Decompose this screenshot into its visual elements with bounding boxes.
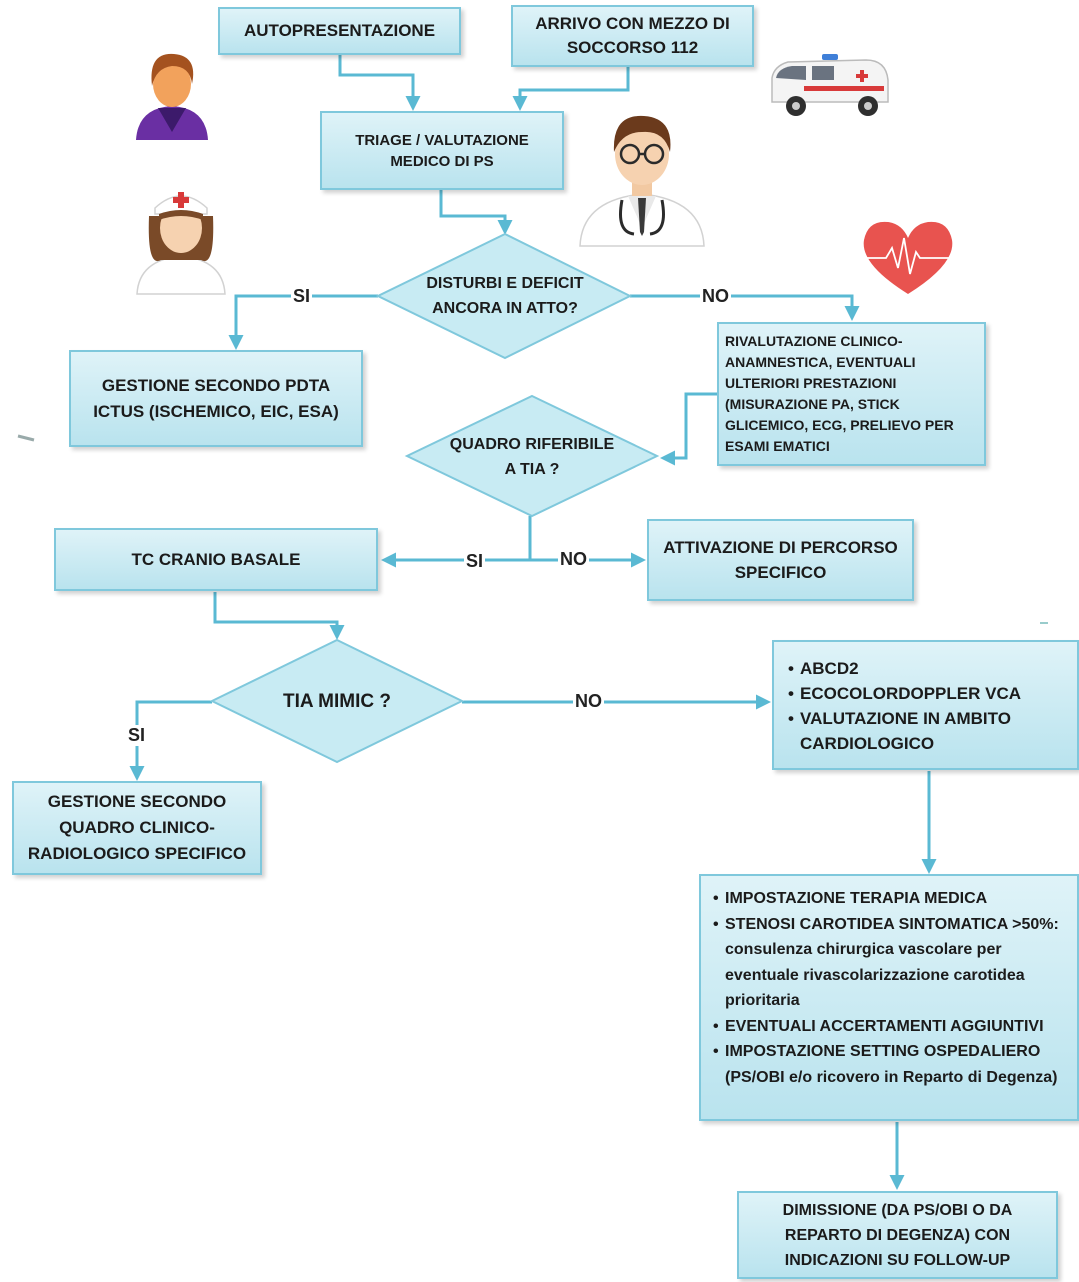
tia-question-line-2: A TIA ? xyxy=(504,461,560,478)
arrow-deficit-yes xyxy=(228,294,378,350)
discharge-line-2: REPARTO DI DEGENZA) CON xyxy=(784,1226,1011,1244)
tia-question-text: QUADRO RIFERIBILE A TIA ? xyxy=(425,431,639,483)
arrow-mimic-yes xyxy=(129,700,212,781)
specific-path-line-2: SPECIFICO xyxy=(734,563,827,582)
deficit-yes-label: SI xyxy=(291,286,313,307)
reassessment-line-2: ANAMNESTICA, EVENTUALI xyxy=(725,354,916,370)
heartbeat-icon xyxy=(856,221,960,294)
ambulance-arrival-line-2: SOCCORSO 112 xyxy=(566,38,699,57)
therapy-list: IMPOSTAZIONE TERAPIA MEDICA STENOSI CARO… xyxy=(713,886,1073,1090)
tia-mimic-text: TIA MIMIC ? xyxy=(247,688,427,716)
decision-tia-diamond xyxy=(404,394,660,518)
specific-management-line-3: RADIOLOGICO SPECIFICO xyxy=(27,844,247,863)
therapy-item: IMPOSTAZIONE SETTING OSPEDALIERO (PS/OBI… xyxy=(713,1039,1073,1090)
specific-path-line-1: ATTIVAZIONE DI PERCORSO xyxy=(663,538,898,557)
decision-deficit-diamond xyxy=(375,232,633,360)
tia-question-line-1: QUADRO RIFERIBILE xyxy=(449,436,615,453)
ambulance-arrival-box: ARRIVO CON MEZZO DI SOCCORSO 112 xyxy=(511,5,754,67)
arrow-deficit-no xyxy=(630,294,860,321)
therapy-item: EVENTUALI ACCERTAMENTI AGGIUNTIVI xyxy=(713,1014,1073,1040)
deficit-question-text: DISTURBI E DEFICIT ANCORA IN ATTO? xyxy=(398,270,612,322)
triage-line-2: MEDICO DI PS xyxy=(390,152,494,170)
reassessment-line-1: RIVALUTAZIONE CLINICO- xyxy=(725,333,903,349)
self-presentation-box: AUTOPRESENTAZIONE xyxy=(218,7,461,55)
therapy-item: IMPOSTAZIONE TERAPIA MEDICA xyxy=(713,886,1073,912)
therapy-item: STENOSI CAROTIDEA SINTOMATICA >50%: cons… xyxy=(713,912,1073,1014)
discharge-line-3: INDICAZIONI SU FOLLOW-UP xyxy=(784,1251,1011,1269)
reassessment-box: RIVALUTAZIONE CLINICO- ANAMNESTICA, EVEN… xyxy=(717,322,986,466)
therapy-box: IMPOSTAZIONE TERAPIA MEDICA STENOSI CARO… xyxy=(699,874,1079,1121)
specific-management-line-1: GESTIONE SECONDO xyxy=(47,792,227,811)
workup-list: ABCD2 ECOCOLORDOPPLER VCA VALUTAZIONE IN… xyxy=(788,656,1069,756)
tia-no-label: NO xyxy=(558,549,589,570)
pdta-box: GESTIONE SECONDO PDTA ICTUS (ISCHEMICO, … xyxy=(69,350,363,447)
workup-item: VALUTAZIONE IN AMBITO CARDIOLOGICO xyxy=(788,706,1069,756)
tia-yes-label: SI xyxy=(464,551,486,572)
patient-icon xyxy=(136,53,208,140)
pdta-line-2: ICTUS (ISCHEMICO, EIC, ESA) xyxy=(93,401,339,421)
arrow-reassessment-to-tia xyxy=(660,392,717,466)
pdta-line-1: GESTIONE SECONDO PDTA xyxy=(101,375,331,395)
triage-line-1: TRIAGE / VALUTAZIONE xyxy=(355,131,529,149)
arrow-ct-to-mimic xyxy=(213,592,345,640)
deficit-question-line-1: DISTURBI E DEFICIT xyxy=(426,275,584,292)
decorative-stroke xyxy=(17,434,35,442)
ambulance-arrival-line-1: ARRIVO CON MEZZO DI xyxy=(535,14,730,33)
reassessment-line-5: GLICEMICO, ECG, PRELIEVO PER xyxy=(725,417,954,433)
mimic-yes-label: SI xyxy=(126,725,148,746)
specific-management-box: GESTIONE SECONDO QUADRO CLINICO- RADIOLO… xyxy=(12,781,262,875)
mimic-no-label: NO xyxy=(573,691,604,712)
arrow-tia-yes xyxy=(381,516,532,568)
reassessment-line-4: (MISURAZIONE PA, STICK xyxy=(725,396,900,412)
discharge-line-1: DIMISSIONE (DA PS/OBI O DA xyxy=(782,1201,1013,1219)
arrow-triage-to-deficit xyxy=(439,190,513,235)
tia-mimic-label: TIA MIMIC ? xyxy=(283,691,391,712)
nurse-icon xyxy=(136,192,226,295)
decision-mimic-diamond xyxy=(209,638,465,764)
workup-box: ABCD2 ECOCOLORDOPPLER VCA VALUTAZIONE IN… xyxy=(772,640,1079,770)
specific-path-box: ATTIVAZIONE DI PERCORSO SPECIFICO xyxy=(647,519,914,601)
reassessment-line-3: ULTERIORI PRESTAZIONI xyxy=(725,375,897,391)
ct-scan-label: TC CRANIO BASALE xyxy=(131,549,301,569)
ambulance-icon xyxy=(771,54,889,116)
doctor-icon xyxy=(579,115,705,247)
arrow-self-to-triage xyxy=(338,54,421,111)
discharge-box: DIMISSIONE (DA PS/OBI O DA REPARTO DI DE… xyxy=(737,1191,1058,1279)
reassessment-line-6: ESAMI EMATICI xyxy=(725,438,830,454)
workup-item: ABCD2 xyxy=(788,656,1069,681)
arrow-ambulance-to-triage xyxy=(512,66,630,111)
triage-box: TRIAGE / VALUTAZIONE MEDICO DI PS xyxy=(320,111,564,190)
ct-scan-box: TC CRANIO BASALE xyxy=(54,528,378,591)
self-presentation-label: AUTOPRESENTAZIONE xyxy=(243,21,436,40)
specific-management-line-2: QUADRO CLINICO- xyxy=(59,818,215,837)
deficit-no-label: NO xyxy=(700,286,731,307)
deficit-question-line-2: ANCORA IN ATTO? xyxy=(432,300,578,317)
workup-item: ECOCOLORDOPPLER VCA xyxy=(788,681,1069,706)
